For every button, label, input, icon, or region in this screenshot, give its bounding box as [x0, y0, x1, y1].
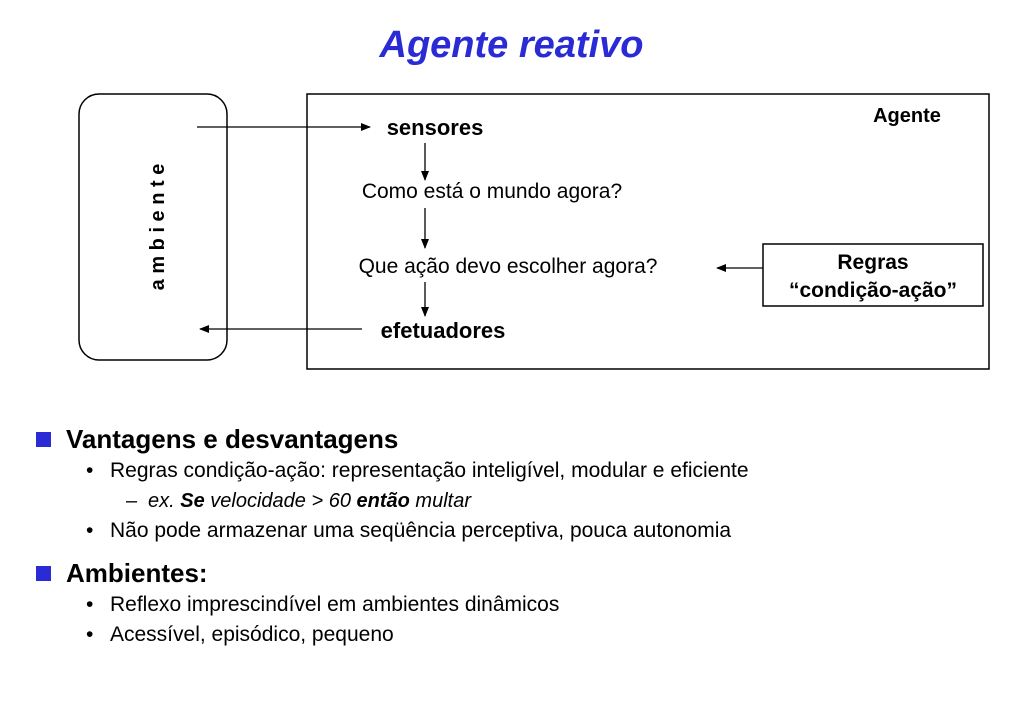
- que-acao-text: Que ação devo escolher agora?: [359, 255, 658, 278]
- bullet-dot-icon: •: [86, 593, 94, 616]
- agente-label: Agente: [873, 105, 941, 127]
- bullet-dot-icon: •: [86, 459, 94, 482]
- ambiente-box: [78, 93, 228, 361]
- list-item: •Acessível, episódico, pequeno: [36, 620, 996, 650]
- section-ambientes: Ambientes: •Reflexo imprescindível em am…: [36, 556, 996, 650]
- bullet-list: Vantagens e desvantagens •Regras condiçã…: [36, 422, 996, 660]
- blue-square-bullet-icon: [36, 565, 51, 581]
- como-esta-text: Como está o mundo agora?: [362, 180, 622, 203]
- bullet-dot-icon: •: [86, 519, 94, 542]
- blue-square-bullet-icon: [36, 431, 51, 447]
- regras-box: [762, 243, 984, 307]
- agente-box: [306, 93, 990, 370]
- list-item: •Regras condição-ação: representação int…: [36, 456, 996, 486]
- ambiente-label: a m b i e n t e: [147, 164, 169, 291]
- section-heading: Ambientes:: [66, 557, 208, 588]
- agent-diagram: a m b i e n t e Agente sensores Como est…: [78, 93, 990, 370]
- regras-subtitle: “condição-ação”: [789, 279, 957, 302]
- list-item: •Não pode armazenar uma seqüência percep…: [36, 516, 996, 546]
- efetuadores-label: efetuadores: [381, 318, 506, 343]
- list-item: •Reflexo imprescindível em ambientes din…: [36, 590, 996, 620]
- sensores-label: sensores: [387, 115, 484, 140]
- sub-item-example: –ex. Se velocidade > 60 então multar: [126, 490, 471, 512]
- section-heading: Vantagens e desvantagens: [66, 423, 399, 454]
- section-vantagens: Vantagens e desvantagens •Regras condiçã…: [36, 422, 996, 546]
- page-title: Agente reativo: [379, 24, 644, 66]
- bullet-dot-icon: •: [86, 623, 94, 646]
- regras-label: Regras: [837, 251, 908, 274]
